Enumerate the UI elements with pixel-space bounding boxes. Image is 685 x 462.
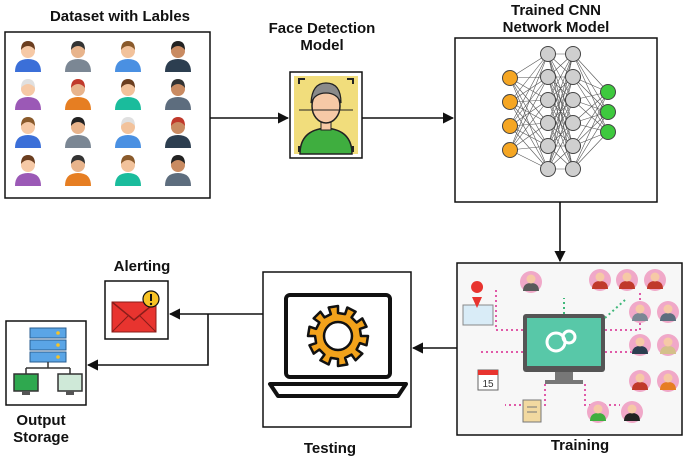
network-node	[502, 94, 518, 110]
cnn-label-line2: Network Model	[502, 19, 610, 36]
face-detection-label-line1: Face Detection	[268, 20, 376, 37]
network-node	[502, 118, 518, 134]
output-label-line1: Output	[16, 412, 66, 429]
person-avatar	[15, 41, 41, 72]
person-avatar	[115, 155, 141, 186]
person-avatar	[165, 79, 191, 110]
network-node	[540, 46, 556, 62]
training-label: Training	[550, 437, 610, 454]
training-person-avatar	[587, 401, 609, 423]
dataset-label: Dataset with Lables	[49, 8, 191, 25]
person-avatar	[115, 117, 141, 148]
alerting-label: Alerting	[113, 258, 171, 275]
output-label-line2: Storage	[13, 429, 69, 446]
network-node	[540, 161, 556, 177]
training-person-avatar	[629, 334, 651, 356]
training-person-avatar	[616, 269, 638, 291]
network-node	[600, 84, 616, 100]
network-node	[540, 92, 556, 108]
training-person-avatar	[657, 301, 679, 323]
training-person-avatar	[629, 370, 651, 392]
person-avatar	[65, 117, 91, 148]
alerting-box	[104, 280, 169, 340]
network-node	[540, 115, 556, 131]
network-node	[565, 138, 581, 154]
testing-box	[262, 271, 412, 428]
calendar-icon: 15	[477, 369, 499, 391]
training-person-avatar	[589, 269, 611, 291]
person-avatar	[65, 79, 91, 110]
network-node	[502, 70, 518, 86]
training-person-avatar	[629, 301, 651, 323]
person-avatar	[15, 117, 41, 148]
gear-laptop-icon	[268, 293, 408, 398]
person-avatar	[115, 79, 141, 110]
person-avatar	[165, 117, 191, 148]
people-grid-icon	[15, 41, 191, 186]
network-node	[600, 104, 616, 120]
face-detection-label: Face Detection Model	[262, 20, 382, 54]
map-pin-icon	[462, 281, 494, 326]
person-avatar	[65, 41, 91, 72]
face-detection-label-line2: Model	[300, 37, 344, 54]
person-avatar	[115, 41, 141, 72]
training-people-icons	[520, 269, 679, 423]
person-avatar	[65, 155, 91, 186]
network-node	[502, 142, 518, 158]
cnn-label-line1: Trained CNN	[510, 2, 601, 19]
network-node	[565, 46, 581, 62]
network-node	[600, 124, 616, 140]
server-storage-icon	[13, 327, 83, 395]
alert-envelope-icon	[111, 290, 160, 333]
training-person-avatar	[621, 401, 643, 423]
output-storage-label: Output Storage	[0, 412, 82, 446]
training-network-icon: 15	[462, 269, 679, 423]
gear-icon	[306, 304, 370, 368]
training-box: 15	[456, 262, 683, 436]
network-node	[565, 115, 581, 131]
person-avatar	[15, 79, 41, 110]
training-person-avatar	[657, 370, 679, 392]
testing-label: Testing	[303, 440, 357, 457]
person-avatar	[165, 41, 191, 72]
network-node	[565, 69, 581, 85]
network-node	[540, 69, 556, 85]
person-avatar	[165, 155, 191, 186]
cnn-box	[454, 37, 658, 203]
output-storage-box	[5, 320, 87, 406]
face-detection-box	[289, 71, 363, 159]
face-scan-icon	[294, 76, 358, 155]
training-person-avatar	[657, 334, 679, 356]
person-avatar	[15, 155, 41, 186]
flow-arrows	[86, 112, 566, 371]
network-node	[540, 138, 556, 154]
cnn-label: Trained CNN Network Model	[456, 2, 656, 36]
arrow-testing-to-storage	[86, 314, 209, 371]
network-node	[565, 161, 581, 177]
training-person-avatar	[520, 271, 542, 293]
neural-network-icon	[502, 46, 616, 177]
calendar-day: 15	[482, 379, 494, 390]
network-node	[565, 92, 581, 108]
training-person-avatar	[644, 269, 666, 291]
dataset-box	[4, 31, 211, 199]
document-icon	[522, 399, 542, 423]
